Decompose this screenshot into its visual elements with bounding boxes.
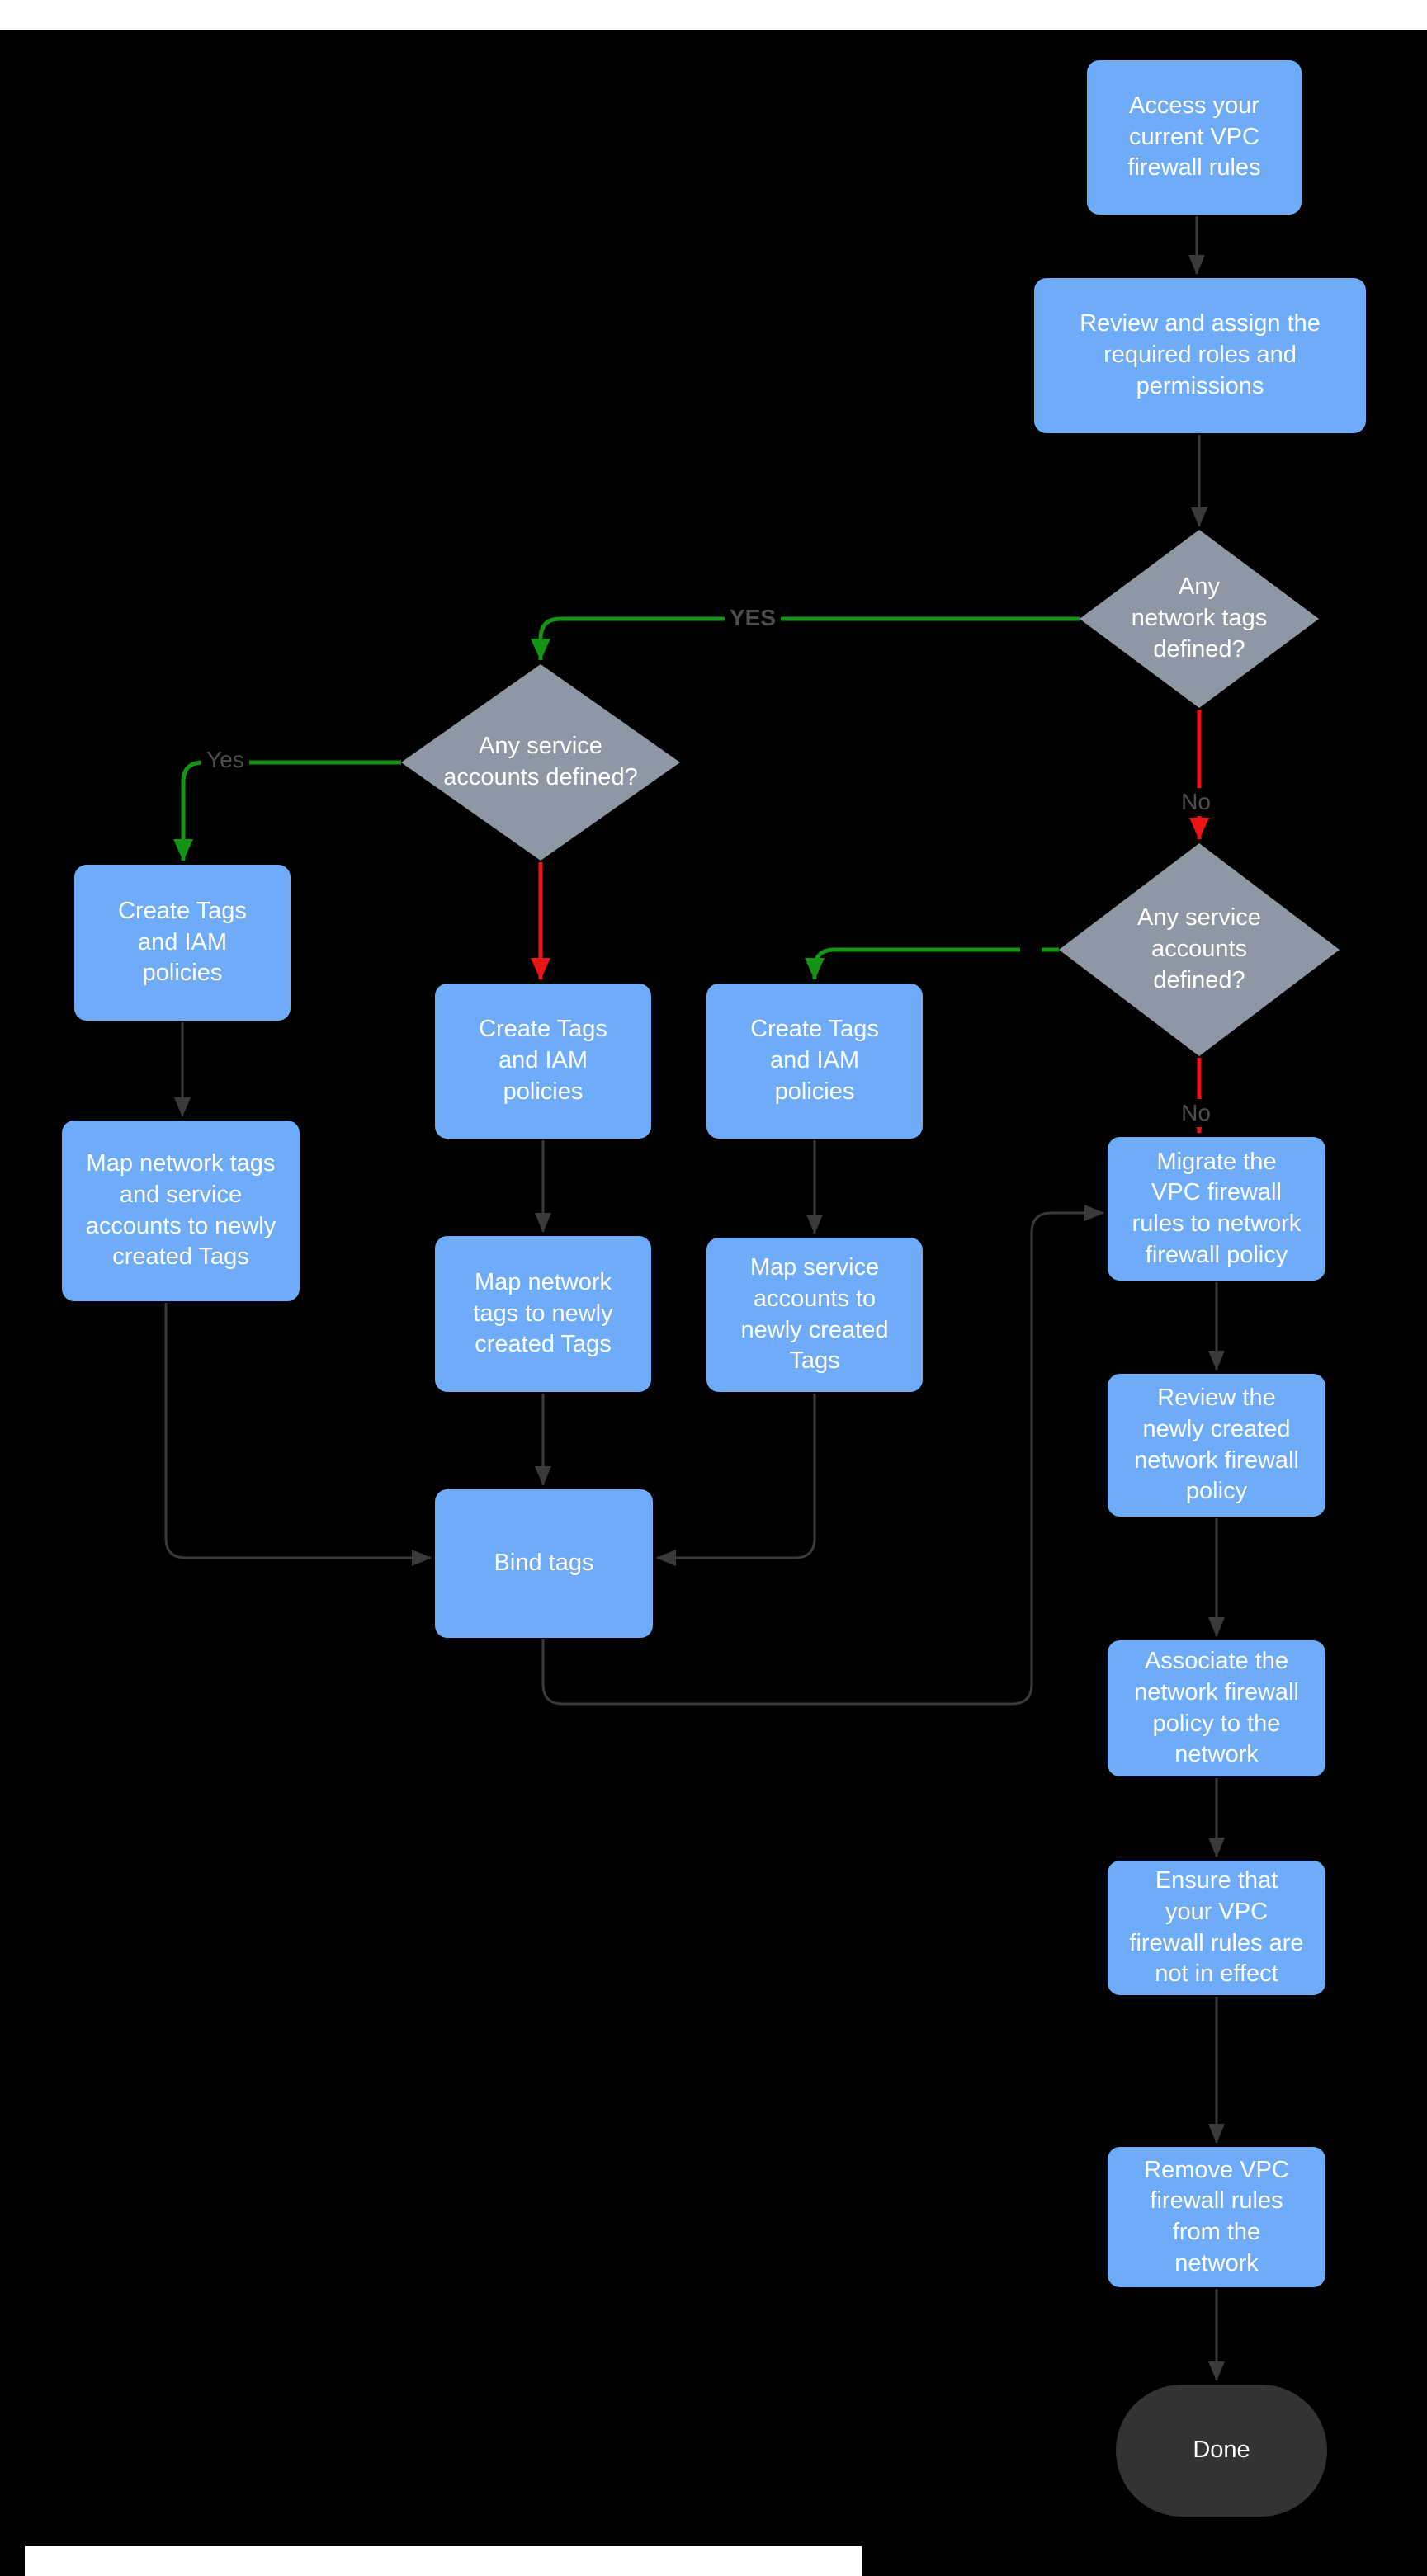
process-migrate-vpc-rules: Migrate the VPC firewall rules to networ… (1108, 1137, 1325, 1281)
process-remove-vpc-rules: Remove VPC firewall rules from the netwo… (1108, 2147, 1325, 2287)
process-access-vpc-firewall-rules: Access your current VPC firewall rules (1087, 60, 1302, 215)
edge-map-right-to-bind (656, 1394, 816, 1566)
process-associate-policy-network: Associate the network firewall policy to… (1108, 1640, 1325, 1776)
edge-yes-service-accounts-left-to-create-tags-left (173, 760, 401, 861)
edge-label-no-upper: No (1176, 788, 1216, 816)
page-bottom-margin (25, 2546, 862, 2576)
process-ensure-rules-not-in-effect: Ensure that your VPC firewall rules are … (1108, 1861, 1325, 1995)
edge-yes-network-tags-to-service-accounts-left (531, 616, 1080, 661)
edge-yes-service-accounts-right-to-create-tags-right (805, 947, 1020, 980)
edge-bind-to-migrate (541, 1205, 1104, 1706)
page-top-margin (0, 0, 1427, 30)
process-create-tags-iam-left: Create Tags and IAM policies (74, 865, 291, 1021)
edge-map-left-to-bind (164, 1303, 432, 1566)
process-map-service-accounts: Map service accounts to newly created Ta… (706, 1238, 923, 1392)
process-review-firewall-policy: Review the newly created network firewal… (1108, 1374, 1325, 1517)
process-create-tags-iam-mid: Create Tags and IAM policies (435, 984, 651, 1139)
process-map-network-tags-and-service-accounts: Map network tags and service accounts to… (62, 1121, 300, 1301)
process-map-network-tags: Map network tags to newly created Tags (435, 1236, 651, 1392)
terminator-done: Done (1116, 2385, 1327, 2517)
process-review-assign-roles: Review and assign the required roles and… (1034, 278, 1366, 433)
edge-label-yes-upper: YES (724, 604, 782, 632)
edge-label-no-lower: No (1176, 1099, 1216, 1127)
process-bind-tags: Bind tags (435, 1489, 653, 1638)
process-create-tags-iam-right: Create Tags and IAM policies (706, 984, 923, 1139)
edge-label-yes-left: Yes (201, 746, 249, 774)
